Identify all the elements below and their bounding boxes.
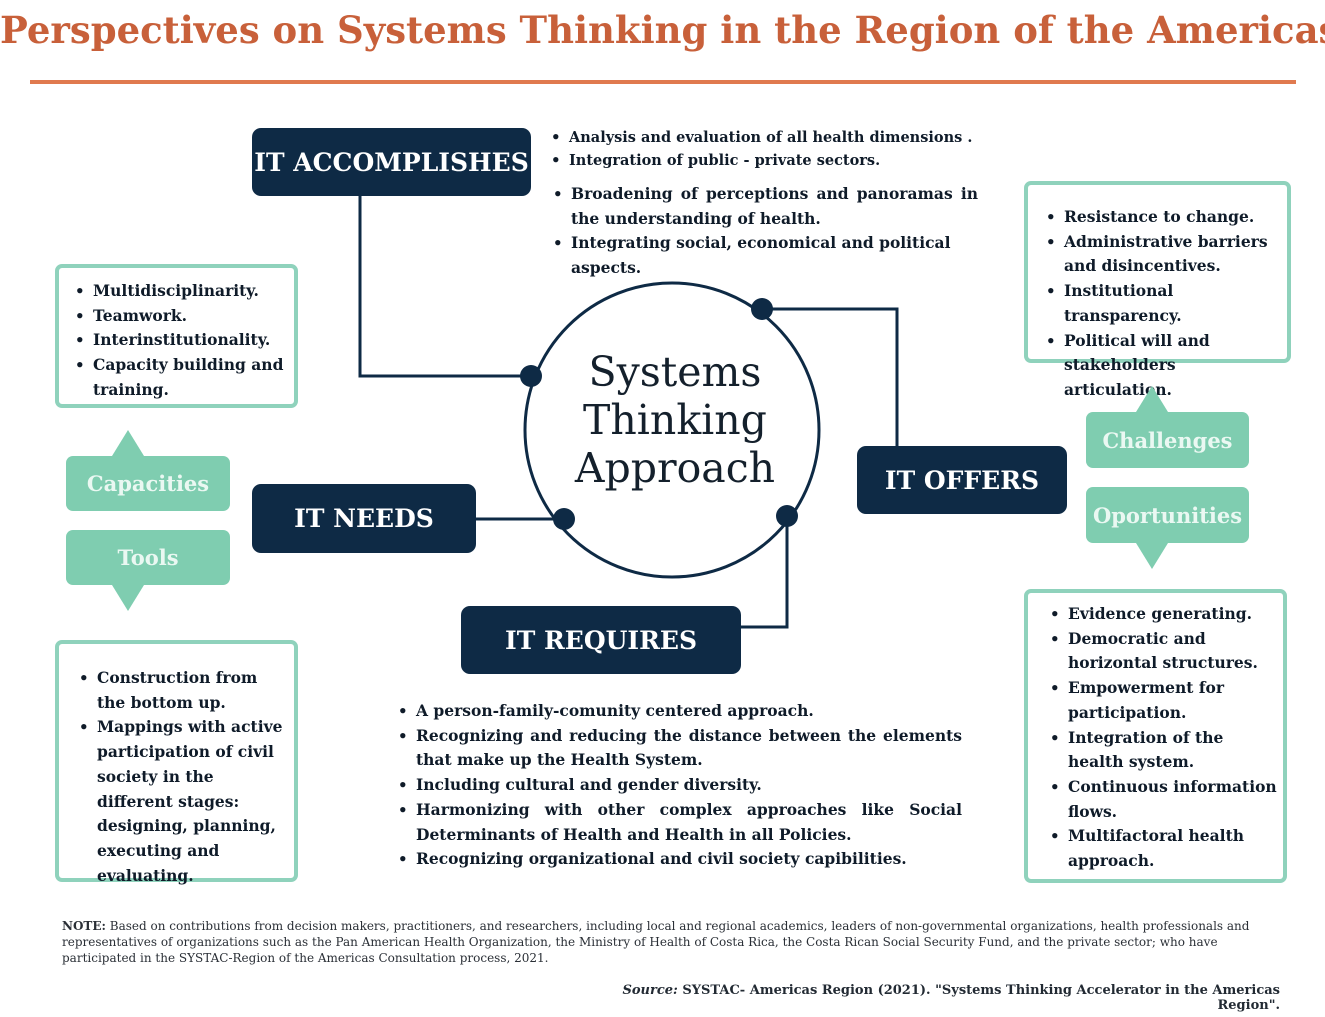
requires-list: A person-family-comunity centered approa… bbox=[398, 699, 962, 872]
connector-accomplishes bbox=[358, 192, 531, 378]
oportunities-item: Democratic and horizontal structures. bbox=[1050, 627, 1277, 676]
requires-item: Recognizing organizational and civil soc… bbox=[398, 847, 962, 872]
tools-box: Construction from the bottom up. Mapping… bbox=[55, 640, 298, 885]
capacities-box: Multidisciplinarity. Teamwork. Interinst… bbox=[55, 264, 298, 408]
oportunities-item: Empowerment for participation. bbox=[1050, 676, 1277, 725]
center-line-2: Thinking bbox=[583, 396, 767, 444]
accomplishes-list-b: Broadening of perceptions and panoramas … bbox=[553, 182, 978, 281]
center-circle bbox=[523, 281, 821, 579]
challenges-item: Institutional transparency. bbox=[1046, 279, 1281, 328]
offers-label: IT OFFERS bbox=[857, 446, 1067, 514]
note-label: NOTE: bbox=[62, 919, 106, 933]
capacities-item: Capacity building and training. bbox=[75, 353, 286, 402]
accomplishes-item: Integrating social, economical and polit… bbox=[553, 231, 978, 280]
connector-offers bbox=[762, 307, 899, 448]
accomplishes-list-a: Analysis and evaluation of all health di… bbox=[551, 126, 991, 172]
note-text: Based on contributions from decision mak… bbox=[62, 919, 1250, 965]
tools-tag: Tools bbox=[66, 530, 230, 585]
requires-item: A person-family-comunity centered approa… bbox=[398, 699, 962, 724]
capacities-tag: Capacities bbox=[66, 456, 230, 511]
node-requires bbox=[776, 505, 798, 527]
challenges-item: Political will and stakeholders articula… bbox=[1046, 329, 1281, 403]
node-accomplishes bbox=[520, 365, 542, 387]
accomplishes-item: Integration of public - private sectors. bbox=[551, 149, 991, 172]
center-line-3: Approach bbox=[574, 444, 776, 492]
node-needs bbox=[553, 508, 575, 530]
challenges-item: Administrative barriers and disincentive… bbox=[1046, 230, 1281, 279]
accomplishes-item: Broadening of perceptions and panoramas … bbox=[553, 182, 978, 231]
challenges-box: Resistance to change. Administrative bar… bbox=[1024, 181, 1291, 399]
connector-requires bbox=[739, 516, 789, 629]
challenges-item: Resistance to change. bbox=[1046, 205, 1281, 230]
requires-item: Including cultural and gender diversity. bbox=[398, 773, 962, 798]
tools-item: Construction from the bottom up. bbox=[79, 666, 286, 715]
capacities-arrow-icon bbox=[112, 430, 144, 456]
tools-item: Mappings with active participation of ci… bbox=[79, 715, 286, 888]
oportunities-item: Integration of the health system. bbox=[1050, 726, 1277, 775]
footnote: NOTE: Based on contributions from decisi… bbox=[62, 918, 1282, 966]
capacities-item: Multidisciplinarity. bbox=[75, 279, 286, 304]
requires-item: Recognizing and reducing the distance be… bbox=[398, 724, 962, 773]
source-text: SYSTAC- Americas Region (2021). "Systems… bbox=[682, 983, 1280, 1013]
oportunities-item: Multifactoral health approach. bbox=[1050, 824, 1277, 873]
capacities-item: Teamwork. bbox=[75, 304, 286, 329]
needs-label: IT NEEDS bbox=[252, 484, 476, 553]
node-offers bbox=[751, 298, 773, 320]
capacities-item: Interinstitutionality. bbox=[75, 328, 286, 353]
center-line-1: Systems bbox=[588, 348, 762, 396]
requires-label: IT REQUIRES bbox=[461, 606, 741, 674]
challenges-arrow-icon bbox=[1136, 386, 1168, 412]
accomplishes-label: IT ACCOMPLISHES bbox=[252, 128, 531, 196]
challenges-tag: Challenges bbox=[1086, 412, 1249, 468]
center-label: Systems Thinking Approach bbox=[560, 348, 790, 492]
page-title: Perspectives on Systems Thinking in the … bbox=[0, 8, 1325, 52]
oportunities-tag: Oportunities bbox=[1086, 487, 1249, 543]
tools-arrow-icon bbox=[112, 585, 144, 611]
title-divider bbox=[30, 80, 1296, 84]
oportunities-arrow-icon bbox=[1136, 543, 1168, 569]
requires-item: Harmonizing with other complex approache… bbox=[398, 798, 962, 847]
source-citation: Source: SYSTAC- Americas Region (2021). … bbox=[560, 983, 1280, 1013]
accomplishes-item: Analysis and evaluation of all health di… bbox=[551, 126, 991, 149]
oportunities-item: Continuous information flows. bbox=[1050, 775, 1277, 824]
source-label: Source: bbox=[622, 983, 678, 998]
oportunities-box: Evidence generating. Democratic and hori… bbox=[1024, 589, 1287, 883]
oportunities-item: Evidence generating. bbox=[1050, 602, 1277, 627]
